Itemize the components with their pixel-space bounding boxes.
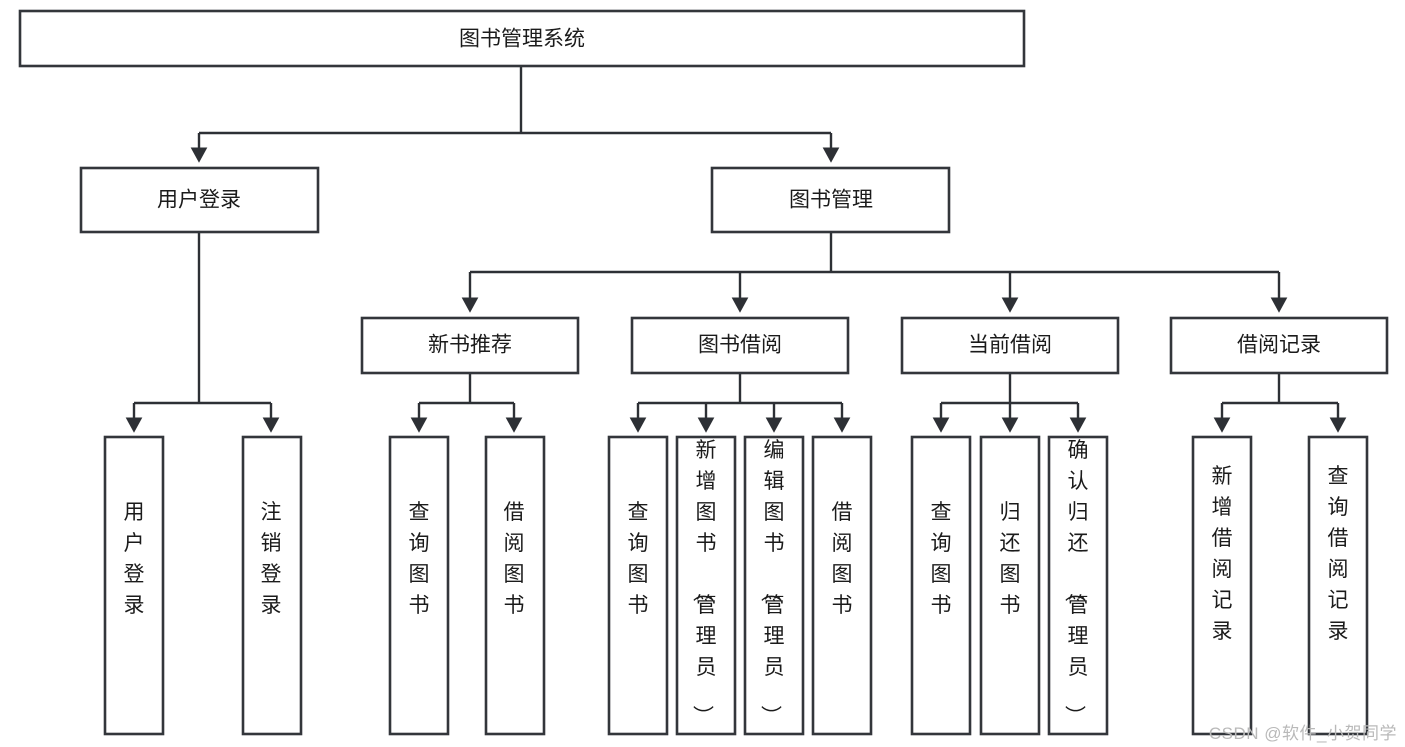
edge-group-new-book-recommend-leaves: [410, 373, 523, 433]
node-user-login-box[interactable]: [79, 166, 320, 234]
leaf-label-book-borrow-3: 借阅图书: [832, 501, 853, 617]
node-new-book-recommend-label: 新书推荐: [428, 334, 512, 357]
leaf-node[interactable]: 查询图书: [388, 435, 450, 736]
node-book-borrow-box[interactable]: [630, 316, 850, 375]
leaf-node[interactable]: 查询借阅记录: [1307, 435, 1369, 736]
node-new-book-recommend-box[interactable]: [360, 316, 580, 375]
leaf-label-current-borrow-2: 确认归还（管理员）: [1063, 439, 1089, 726]
leaf-node[interactable]: 查询图书: [910, 435, 972, 736]
leaf-node[interactable]: 查询图书: [607, 435, 669, 736]
edge-group-borrow-record-leaves: [1213, 373, 1347, 433]
edge-group-current-borrow-leaves: [932, 373, 1087, 433]
leaf-box-new-book-1[interactable]: [484, 435, 546, 736]
leaf-label-borrow-record-0: 新增借阅记录: [1212, 465, 1233, 643]
leaf-box-current-borrow-0[interactable]: [910, 435, 972, 736]
edge-group-root-to-level2: [190, 66, 840, 163]
leaf-label-new-book-0: 查询图书: [409, 501, 430, 617]
node-current-borrow[interactable]: 当前借阅: [900, 316, 1120, 375]
leaf-node[interactable]: 确认归还（管理员）: [1047, 435, 1109, 736]
leaf-label-book-borrow-0: 查询图书: [628, 501, 649, 617]
leaf-box-current-borrow-2[interactable]: [1047, 435, 1109, 736]
edge-group-user-login-leaves: [125, 232, 280, 433]
leaf-label-current-borrow-0: 查询图书: [931, 501, 952, 617]
leaf-box-user-login-1[interactable]: [241, 435, 303, 736]
edge-group-book-borrow-leaves: [629, 373, 851, 433]
node-borrow-record-box[interactable]: [1169, 316, 1389, 375]
leaf-box-user-login-0[interactable]: [103, 435, 165, 736]
node-root[interactable]: 图书管理系统: [18, 9, 1026, 68]
leaf-node[interactable]: 归还图书: [979, 435, 1041, 736]
node-root-label: 图书管理系统: [459, 28, 585, 51]
node-book-manage-box[interactable]: [710, 166, 951, 234]
leaf-node[interactable]: 注销登录: [241, 435, 303, 736]
leaf-box-current-borrow-1[interactable]: [979, 435, 1041, 736]
leaf-label-new-book-1: 借阅图书: [504, 501, 525, 617]
leaf-box-borrow-record-1[interactable]: [1307, 435, 1369, 736]
node-book-borrow-label: 图书借阅: [698, 334, 782, 357]
leaf-label-book-borrow-2: 编辑图书（管理员）: [759, 439, 785, 726]
leaf-node[interactable]: 借阅图书: [484, 435, 546, 736]
node-root-box[interactable]: [18, 9, 1026, 68]
edge-group-book-manage-to-level3: [461, 232, 1288, 313]
leaf-box-book-borrow-1[interactable]: [675, 435, 737, 736]
leaf-label-book-borrow-1: 新增图书（管理员）: [691, 439, 717, 726]
leaf-node[interactable]: 新增借阅记录: [1191, 435, 1253, 736]
leaf-box-book-borrow-0[interactable]: [607, 435, 669, 736]
node-borrow-record-label: 借阅记录: [1237, 334, 1321, 357]
leaf-box-book-borrow-3[interactable]: [811, 435, 873, 736]
node-new-book-recommend[interactable]: 新书推荐: [360, 316, 580, 375]
leaf-label-user-login-1: 注销登录: [261, 501, 282, 617]
node-book-manage-label: 图书管理: [789, 189, 873, 212]
node-book-manage[interactable]: 图书管理: [710, 166, 951, 234]
node-user-login[interactable]: 用户登录: [79, 166, 320, 234]
leaf-node[interactable]: 用户登录: [103, 435, 165, 736]
node-borrow-record[interactable]: 借阅记录: [1169, 316, 1389, 375]
leaf-box-new-book-0[interactable]: [388, 435, 450, 736]
leaf-box-borrow-record-0[interactable]: [1191, 435, 1253, 736]
leaf-node[interactable]: 编辑图书（管理员）: [743, 435, 805, 736]
node-book-borrow[interactable]: 图书借阅: [630, 316, 850, 375]
node-user-login-label: 用户登录: [157, 189, 241, 212]
node-current-borrow-box[interactable]: [900, 316, 1120, 375]
leaf-node[interactable]: 借阅图书: [811, 435, 873, 736]
node-current-borrow-label: 当前借阅: [968, 334, 1052, 357]
leaf-label-user-login-0: 用户登录: [124, 501, 145, 617]
leaf-box-book-borrow-2[interactable]: [743, 435, 805, 736]
leaf-node[interactable]: 新增图书（管理员）: [675, 435, 737, 736]
leaf-label-borrow-record-1: 查询借阅记录: [1328, 465, 1349, 643]
leaf-label-current-borrow-1: 归还图书: [1000, 501, 1021, 617]
